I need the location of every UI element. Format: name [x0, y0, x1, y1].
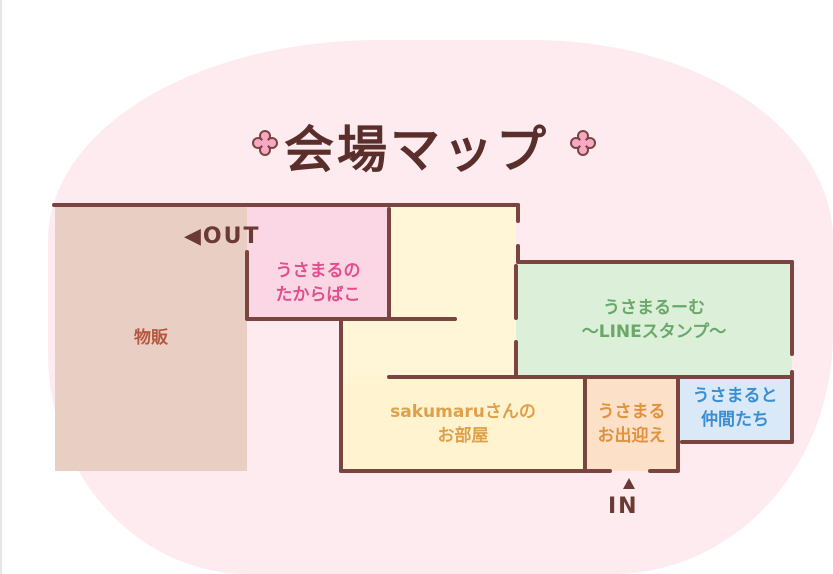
exit-out-label: ◀OUT [184, 224, 261, 249]
room-line-stamp [516, 262, 792, 377]
room-sakumaru [341, 377, 585, 471]
room-label-line: 仲間たち [701, 410, 769, 430]
room-label-line: 〜LINEスタンプ〜 [581, 322, 727, 342]
room-label-text: 物販 [134, 328, 168, 348]
room-label-line: お出迎え [597, 426, 666, 446]
wall [245, 317, 457, 321]
room-friends-label: うさまると 仲間たち [678, 384, 792, 432]
entrance-in-label: IN [608, 494, 639, 519]
wall [790, 370, 794, 442]
room-goods [55, 207, 247, 471]
wall [516, 260, 794, 264]
frame-edge [0, 0, 2, 574]
room-welcome [585, 377, 678, 471]
wall [678, 375, 794, 379]
room-corridor-mid [341, 319, 516, 377]
wall [516, 203, 520, 223]
room-label-line: うさまるーむ [603, 298, 705, 318]
room-label-line: うさまるの [275, 261, 361, 281]
room-label-line: うさまる [597, 402, 666, 422]
wall [514, 340, 518, 377]
page-title: 会場マップ [284, 121, 549, 179]
room-label-line: たからばこ [275, 285, 361, 305]
room-label-line: お部屋 [437, 426, 489, 446]
room-friends [678, 377, 792, 441]
room-treasure [247, 207, 389, 319]
wall [516, 244, 520, 264]
room-goods-label: 物販 [55, 326, 247, 350]
wall [339, 319, 343, 473]
room-welcome-label: うさまる お出迎え [585, 400, 678, 448]
wall [680, 440, 794, 444]
wall [514, 264, 518, 320]
wall [583, 377, 587, 473]
flower-icon [570, 130, 596, 156]
wall [387, 207, 391, 319]
room-sakumaru-label: sakumaruさんの お部屋 [341, 400, 585, 448]
room-label-line: うさまると [692, 386, 778, 406]
flower-icon [252, 130, 278, 156]
room-treasure-label: うさまるの たからばこ [247, 259, 389, 307]
room-label-line: sakumaruさんの [390, 402, 536, 422]
wall [790, 260, 794, 356]
wall [387, 375, 792, 379]
wall [676, 377, 680, 471]
wall [52, 203, 520, 207]
wall [339, 469, 612, 473]
room-line-stamp-label: うさまるーむ 〜LINEスタンプ〜 [516, 296, 792, 344]
entrance-arrow-icon [623, 478, 635, 489]
wall [245, 250, 249, 320]
wall [648, 469, 680, 473]
